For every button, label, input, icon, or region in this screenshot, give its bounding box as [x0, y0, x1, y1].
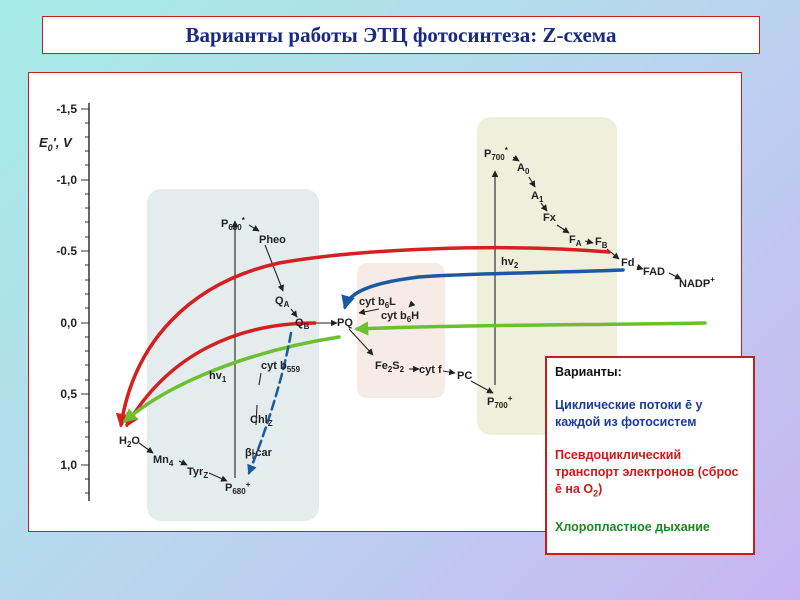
ps2-complex-box	[147, 189, 319, 521]
node-cyt-f: cyt f	[419, 364, 442, 376]
node-fe2s2: Fe2S2	[375, 360, 405, 374]
node-a1: A1	[531, 190, 544, 204]
node-pheo: Pheo	[259, 234, 286, 246]
cytb6-connectors	[358, 300, 416, 316]
blue-flow-ps2-cycle	[247, 331, 293, 475]
node-qa: QA	[275, 295, 290, 309]
blue-flow-ps1-cycle	[341, 268, 625, 310]
node-pc: PC	[457, 370, 472, 382]
red-flow-from-qb	[125, 321, 317, 428]
node-nadp: NADP+	[679, 275, 715, 290]
node-fb: FB	[595, 236, 608, 250]
etc-connectors	[138, 154, 682, 482]
tick-label: -1,0	[56, 173, 77, 187]
node-fad: FAD	[643, 266, 665, 278]
node-p700: P700+	[487, 394, 513, 410]
node-p680-star: P680*	[221, 216, 246, 232]
cyclic-flows	[115, 245, 707, 475]
diagram-panel: -1,5 -1,0 -0.5 0,0 0,5 1,0 E0′, V	[28, 72, 742, 532]
node-cyt-b6l: cyt b6L	[359, 296, 396, 310]
node-fd: Fd	[621, 257, 634, 269]
node-qb: QB	[295, 317, 310, 331]
node-pq: PQ	[337, 317, 353, 329]
tick-label: -1,5	[56, 102, 77, 116]
potential-axis: -1,5 -1,0 -0.5 0,0 0,5 1,0 E0′, V	[39, 102, 90, 501]
legend-cyclic: Циклические потоки ē у каждой из фотосис…	[555, 398, 703, 429]
legend-pseudocyclic: Псевдоциклический транспорт электронов (…	[555, 448, 739, 499]
node-p680: P680+	[225, 480, 251, 496]
tick-label: -0.5	[56, 244, 77, 258]
node-tyrz: TyrZ	[187, 466, 208, 480]
node-mn4: Mn4	[153, 454, 174, 468]
axis-label: E0′, V	[39, 135, 73, 153]
tick-label: 0,0	[60, 316, 77, 330]
node-chl2: ChlZ	[250, 414, 273, 428]
tick-label: 0,5	[60, 387, 77, 401]
node-p700-star: P700*	[484, 146, 509, 162]
ps1-complex-box	[477, 117, 617, 435]
node-h2o: H2O	[119, 435, 140, 449]
tick-label: 1,0	[60, 458, 77, 472]
node-a0: A0	[517, 162, 530, 176]
node-cyt-b559: cyt b559	[261, 360, 301, 374]
node-hv1: hv1	[209, 370, 227, 384]
page-title: Варианты работы ЭТЦ фотосинтеза: Z-схема	[185, 22, 617, 47]
title-box: Варианты работы ЭТЦ фотосинтеза: Z-схема	[42, 16, 760, 54]
node-fx: Fx	[543, 212, 557, 224]
node-bcar: β-car	[245, 447, 273, 459]
z-scheme-diagram: -1,5 -1,0 -0.5 0,0 0,5 1,0 E0′, V	[39, 102, 715, 521]
red-flow-from-fd	[115, 245, 611, 428]
legend-box: Варианты: Циклические потоки ē у каждой …	[545, 356, 755, 555]
legend-heading: Варианты:	[555, 365, 622, 379]
node-cyt-b6h: cyt b6H	[381, 310, 419, 324]
node-fa: FA	[569, 234, 582, 248]
cytb6f-complex-box	[357, 263, 445, 398]
node-hv2: hv2	[501, 256, 519, 270]
green-flow-to-h2o	[122, 335, 341, 423]
legend-chlororespiration: Хлоропластное дыхание	[555, 519, 710, 534]
green-flow-to-pq	[354, 321, 707, 336]
